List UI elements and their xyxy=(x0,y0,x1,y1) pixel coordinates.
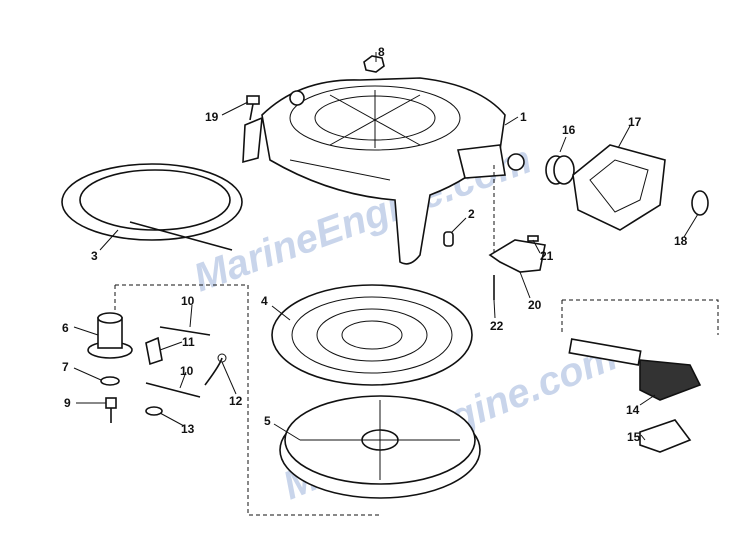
callout-3: 3 xyxy=(91,249,98,263)
callout-1: 1 xyxy=(520,110,527,124)
spring-12 xyxy=(204,357,223,386)
callout-10b: 10 xyxy=(180,364,194,378)
handle-bracket xyxy=(572,144,666,231)
spring-link-10a xyxy=(159,326,211,336)
starter-rope xyxy=(61,163,243,251)
starter-housing xyxy=(242,77,525,265)
callout-4: 4 xyxy=(261,294,268,308)
callout-16: 16 xyxy=(562,123,576,137)
callout-13: 13 xyxy=(181,422,195,436)
callout-12: 12 xyxy=(229,394,243,408)
callout-20: 20 xyxy=(528,298,542,312)
subassembly-outline xyxy=(114,284,380,516)
screw-9 xyxy=(105,397,117,423)
callout-10: 10 xyxy=(181,294,195,308)
pawl-11 xyxy=(145,336,163,366)
callout-19: 19 xyxy=(205,110,219,124)
callout-6: 6 xyxy=(62,321,69,335)
callout-17: 17 xyxy=(628,115,642,129)
hub xyxy=(87,312,133,359)
pulley xyxy=(279,395,481,499)
callout-15: 15 xyxy=(627,430,641,444)
callout-11: 11 xyxy=(182,335,195,349)
leader-lines xyxy=(73,52,699,441)
handle xyxy=(568,338,702,401)
callout-9: 9 xyxy=(64,396,71,410)
callout-21: 21 xyxy=(540,249,554,263)
callout-7: 7 xyxy=(62,360,69,374)
spring-link-10b xyxy=(145,382,201,398)
rewind-spring xyxy=(271,284,473,386)
callout-18: 18 xyxy=(674,234,688,248)
callouts: 8 19 1 16 17 3 2 21 18 20 22 10 4 6 11 7… xyxy=(62,45,688,444)
callout-8: 8 xyxy=(378,45,385,59)
retainer-15 xyxy=(639,419,692,453)
callout-22: 22 xyxy=(490,319,504,333)
callout-5: 5 xyxy=(264,414,271,428)
callout-14: 14 xyxy=(626,403,640,417)
lock-lever xyxy=(488,239,546,273)
screw-19 xyxy=(246,95,260,121)
washer-7 xyxy=(100,376,120,386)
callout-2: 2 xyxy=(468,207,475,221)
ring-13 xyxy=(145,406,163,416)
spring-16 xyxy=(545,155,575,185)
nut xyxy=(363,55,385,73)
pin xyxy=(443,231,454,247)
washer-18 xyxy=(691,190,709,216)
